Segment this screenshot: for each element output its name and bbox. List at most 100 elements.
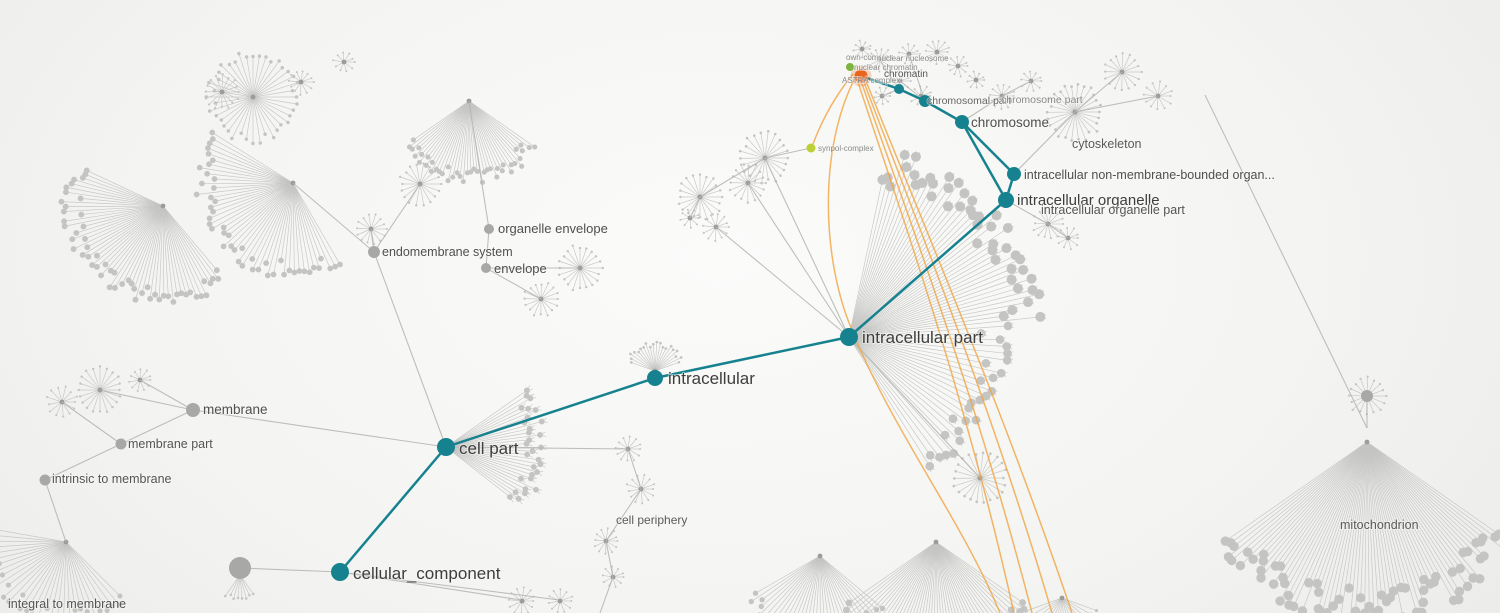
cluster-fan xyxy=(867,48,893,73)
cluster-fan xyxy=(557,244,605,292)
gray-edge xyxy=(485,228,490,269)
cluster-fan xyxy=(966,70,986,89)
gray-edge xyxy=(908,53,926,102)
orange-flow-edge xyxy=(863,75,1073,613)
term-label[interactable]: intracellular non-membrane-bounded organ… xyxy=(1023,167,1276,183)
term-label[interactable]: nuclear nucleosome xyxy=(876,53,950,64)
term-label[interactable]: integral to membrane xyxy=(7,596,127,612)
cluster-fan xyxy=(523,282,559,317)
node-cellular-component[interactable] xyxy=(331,563,349,581)
cluster-fan xyxy=(852,39,872,58)
node-chromosome[interactable] xyxy=(955,115,969,129)
node-intracellular-non-membrane-bounded-organelle[interactable] xyxy=(1007,167,1021,181)
gray-edge xyxy=(715,226,850,338)
term-label[interactable]: mitochondrion xyxy=(1339,517,1420,533)
orange-flow-edge xyxy=(856,78,1015,613)
node-endomembrane-system[interactable] xyxy=(368,246,380,258)
node-collapsed-term[interactable] xyxy=(229,557,251,579)
teal-path-edge xyxy=(653,335,851,380)
graph-edges xyxy=(44,53,1368,613)
node-intracellular-organelle[interactable] xyxy=(998,192,1014,208)
teal-path-edge xyxy=(960,120,1016,176)
cluster-fan xyxy=(843,539,1028,613)
term-label[interactable]: organelle envelope xyxy=(497,220,609,237)
gray-edge xyxy=(599,576,614,613)
node-membrane-part[interactable] xyxy=(115,438,127,450)
node-synpol-complex[interactable] xyxy=(806,143,816,153)
term-label[interactable]: cytoskeleton xyxy=(1071,136,1143,152)
term-label[interactable]: cellular_component xyxy=(352,563,502,584)
cluster-fan xyxy=(898,43,921,65)
teal-path-edge xyxy=(859,74,901,91)
term-label[interactable]: endomembrane system xyxy=(381,244,514,260)
term-label[interactable]: ASTRA complex xyxy=(841,75,901,86)
collapsed-subtree-fans xyxy=(0,39,1500,613)
term-label[interactable]: intracellular organelle xyxy=(1016,191,1161,210)
term-label[interactable]: nuclear chromatin xyxy=(853,62,919,73)
gray-edge xyxy=(1047,223,1069,239)
node-chromosomal-part[interactable] xyxy=(919,95,931,107)
orange-flow-edge xyxy=(861,76,1053,613)
node-intracellular-part[interactable] xyxy=(840,328,858,346)
gray-edge xyxy=(292,182,375,253)
gray-edge xyxy=(689,196,701,219)
term-label[interactable]: intrinsic to membrane xyxy=(51,471,173,487)
cluster-fan xyxy=(1020,70,1043,92)
gray-edge xyxy=(1013,111,1076,175)
term-label[interactable]: chromosome xyxy=(970,114,1050,131)
node-envelope[interactable] xyxy=(481,263,491,273)
node-nuclear-nucleosome[interactable] xyxy=(846,63,854,71)
cluster-fan xyxy=(128,368,152,392)
term-label[interactable]: intracellular organelle part xyxy=(1040,202,1186,218)
cluster-fan xyxy=(77,365,122,414)
term-label[interactable]: cell periphery xyxy=(615,512,688,528)
node-intrinsic-to-membrane[interactable] xyxy=(39,474,51,486)
gray-edge xyxy=(699,157,766,198)
gray-edge xyxy=(879,59,900,90)
term-label[interactable]: cell part xyxy=(458,438,520,459)
term-label[interactable]: chromosomal part xyxy=(926,94,1012,108)
term-label[interactable]: chromatin xyxy=(883,68,929,81)
teal-path-edge xyxy=(960,120,1008,202)
node-nucleosome[interactable] xyxy=(854,69,868,83)
term-label[interactable]: intracellular xyxy=(667,368,756,389)
cluster-fan xyxy=(846,321,1014,473)
cluster-fan xyxy=(748,553,886,613)
node-membrane[interactable] xyxy=(186,403,200,417)
term-label[interactable]: own-complex xyxy=(845,52,894,63)
cluster-fan xyxy=(948,56,969,78)
gray-edge xyxy=(1074,71,1123,113)
gray-edge xyxy=(627,448,642,490)
term-label[interactable]: membrane part xyxy=(127,436,214,452)
gray-edge xyxy=(764,147,812,159)
term-label[interactable]: intracellular part xyxy=(861,327,984,348)
gray-edge xyxy=(373,251,447,448)
cluster-fan xyxy=(204,73,240,110)
gray-edge xyxy=(339,571,522,601)
cluster-fan xyxy=(547,588,574,613)
term-label[interactable]: membrane xyxy=(202,401,269,418)
term-label[interactable]: envelope xyxy=(493,260,548,277)
cluster-fan xyxy=(1024,595,1099,613)
gray-edge xyxy=(44,479,67,543)
cluster-fan xyxy=(58,167,222,305)
gray-edge xyxy=(764,157,850,338)
node-chromatin[interactable] xyxy=(894,84,904,94)
node-intracellular[interactable] xyxy=(647,370,663,386)
node-cell-part[interactable] xyxy=(437,438,455,456)
cluster-fan xyxy=(629,340,683,374)
gray-edge xyxy=(192,409,447,448)
gray-edge xyxy=(485,267,542,300)
node-organelle-envelope[interactable] xyxy=(484,224,494,234)
cluster-fan xyxy=(287,70,315,96)
cluster-fan xyxy=(738,129,790,185)
teal-path-edge xyxy=(847,198,1008,339)
term-label[interactable]: synpol-complex xyxy=(817,143,875,154)
gray-edge xyxy=(139,379,194,411)
cluster-fan xyxy=(924,40,950,66)
gray-edge xyxy=(468,100,490,230)
term-label[interactable]: chromosome part xyxy=(1000,93,1084,107)
node-mitochondrion[interactable] xyxy=(1361,390,1373,402)
